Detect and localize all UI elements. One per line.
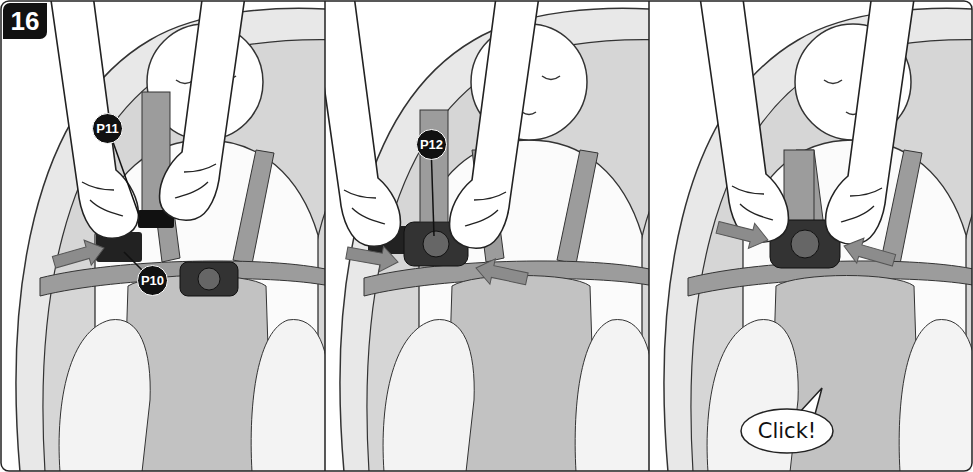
strap (420, 110, 448, 222)
bubble-shape (741, 409, 833, 453)
release-button (423, 231, 449, 257)
step-number: 16 (3, 3, 47, 39)
click-bubble-text: Click! (758, 419, 816, 443)
push-arrow (714, 215, 771, 253)
callout-number: P11 (92, 113, 123, 144)
hand (160, 1, 251, 220)
hand (697, 1, 788, 242)
callout-number-text: P10 (141, 273, 164, 288)
callout-number: P10 (137, 265, 168, 296)
hand (826, 1, 917, 244)
panel-divider (324, 1, 326, 471)
click-bubble: Click! (740, 408, 834, 454)
buckle-hub (180, 262, 238, 296)
hand (47, 1, 138, 238)
callout-number-text: P12 (420, 137, 443, 152)
step-number-text: 16 (11, 6, 40, 37)
push-arrow (50, 236, 107, 275)
callout-number: P12 (416, 129, 447, 160)
push-arrow (473, 255, 529, 291)
scene (1, 1, 325, 471)
push-arrow (345, 240, 401, 275)
panel-1 (1, 1, 325, 471)
callout-number-text: P11 (96, 121, 118, 136)
push-arrow (840, 234, 897, 273)
panel-3 (649, 1, 972, 471)
panel-divider (648, 1, 650, 471)
scene (649, 1, 972, 471)
panel-2 (325, 1, 649, 471)
release-button (791, 230, 819, 258)
hand (450, 1, 541, 248)
release-button (198, 268, 220, 290)
hand (325, 1, 400, 246)
